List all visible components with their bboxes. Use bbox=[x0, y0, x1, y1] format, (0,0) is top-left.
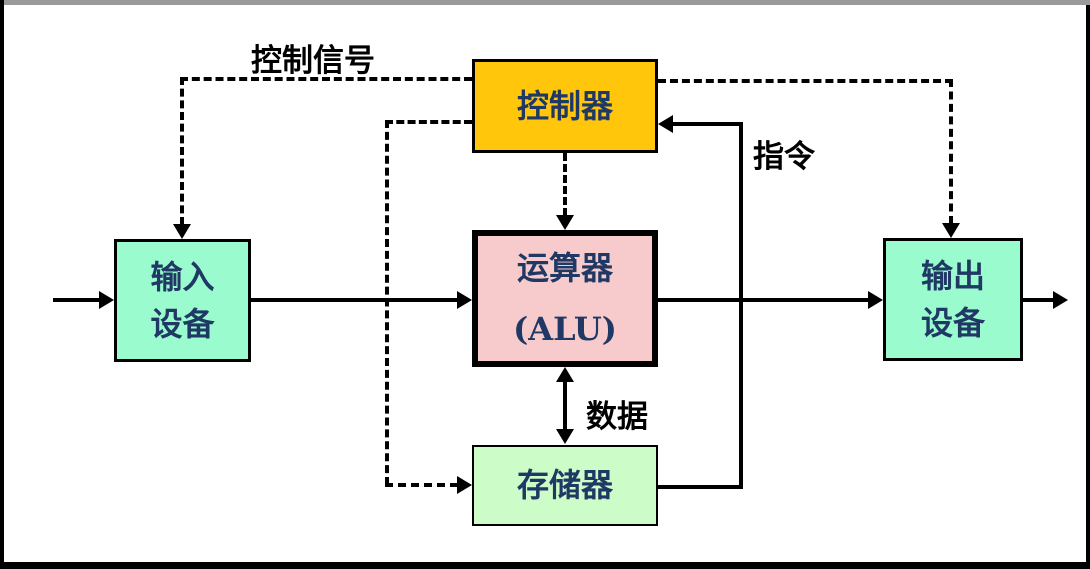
control-signal-line-to-input-horizontal bbox=[180, 77, 472, 81]
memory-label: 存储器 bbox=[516, 466, 613, 505]
instruction-line-horizontal-top bbox=[672, 122, 743, 126]
control-signal-line-to-memory-vertical bbox=[385, 120, 389, 485]
memory-node: 存储器 bbox=[472, 445, 658, 526]
data-double-arrow-line bbox=[563, 377, 567, 435]
control-signal-line-to-output-horizontal bbox=[658, 79, 953, 83]
control-signal-line-to-memory-horizontal-bottom bbox=[385, 483, 458, 487]
control-signal-label: 控制信号 bbox=[251, 43, 375, 79]
alu-node: 运算器 (ALU) bbox=[472, 230, 658, 367]
input-label-line1: 输入 bbox=[150, 258, 215, 297]
arrowhead-into-output-left bbox=[868, 291, 883, 309]
frame-top-edge bbox=[4, 0, 1090, 5]
input-label-line2: 设备 bbox=[150, 304, 215, 343]
output-exit-line bbox=[1023, 298, 1056, 302]
alu-label-line2: (ALU) bbox=[513, 309, 617, 348]
control-signal-line-to-output-vertical bbox=[949, 79, 953, 224]
input-entry-line bbox=[53, 298, 104, 302]
instruction-line-horizontal-bottom bbox=[658, 485, 743, 489]
input-device-node: 输入 设备 bbox=[114, 239, 251, 362]
controller-node: 控制器 bbox=[472, 59, 658, 153]
arrowhead-into-input-left bbox=[99, 291, 114, 309]
arrowhead-into-memory-top bbox=[556, 429, 574, 444]
instruction-line-vertical bbox=[739, 122, 743, 489]
data-label: 数据 bbox=[586, 399, 648, 435]
arrowhead-into-output-top bbox=[942, 223, 960, 238]
control-signal-line-to-input-vertical bbox=[180, 77, 184, 225]
controller-label: 控制器 bbox=[516, 86, 613, 125]
arrowhead-into-alu-top bbox=[556, 215, 574, 230]
diagram-canvas: 控制器 运算器 (ALU) 存储器 输入 设备 输出 设备 控制信号 指令 数据 bbox=[4, 5, 1086, 562]
output-label-line2: 设备 bbox=[920, 303, 985, 342]
arrowhead-into-input-top bbox=[173, 224, 191, 239]
arrowhead-into-controller-right bbox=[658, 115, 673, 133]
arrowhead-output-exit bbox=[1053, 291, 1068, 309]
arrowhead-into-alu-bottom bbox=[556, 367, 574, 382]
input-to-alu-line bbox=[251, 298, 461, 302]
alu-to-output-line bbox=[658, 298, 872, 302]
control-signal-line-to-alu-vertical bbox=[563, 153, 567, 216]
arrowhead-into-memory-left bbox=[457, 476, 472, 494]
arrowhead-into-alu-left bbox=[457, 291, 472, 309]
instruction-label: 指令 bbox=[753, 139, 815, 175]
output-device-node: 输出 设备 bbox=[883, 238, 1023, 361]
alu-label-line1: 运算器 bbox=[516, 248, 613, 287]
control-signal-line-to-memory-horizontal-top bbox=[385, 120, 472, 124]
output-label-line1: 输出 bbox=[920, 257, 985, 296]
